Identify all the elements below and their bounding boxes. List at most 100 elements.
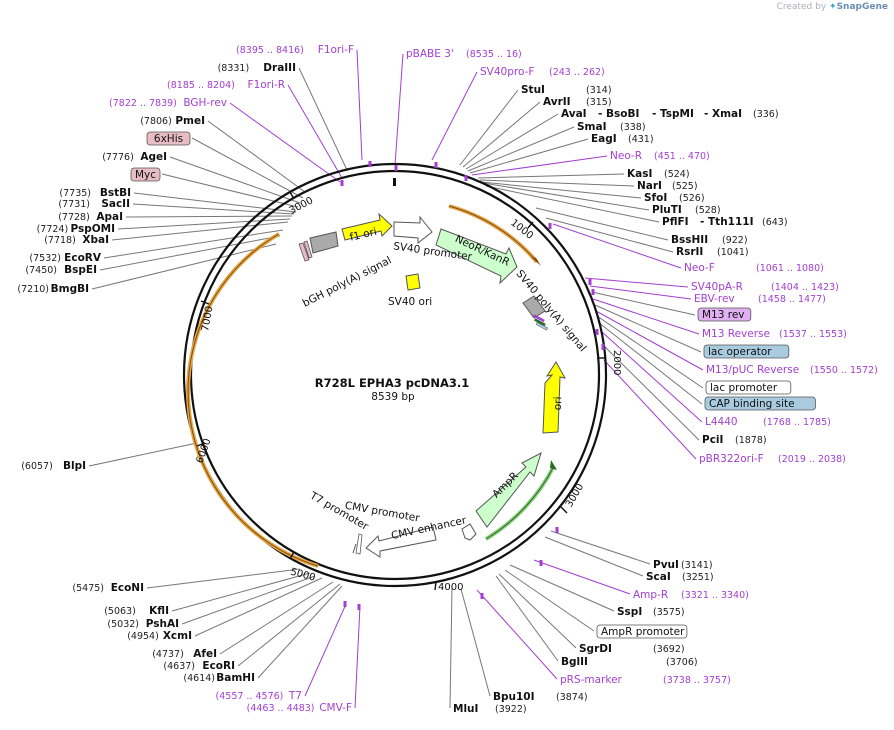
position-label: (7806) (140, 116, 172, 127)
enzyme-label: KasI (627, 168, 652, 180)
primer-marker (480, 593, 484, 599)
leader-line (476, 589, 558, 680)
enzyme-label: EcoNI (111, 582, 144, 594)
leader-line (495, 575, 559, 662)
primer-marker (394, 165, 398, 171)
enzyme-label: AvrII (543, 96, 571, 108)
feature-box-label: M13 rev (702, 309, 745, 321)
position-label: (5063) (104, 606, 136, 617)
ampr-promoter-arrow (461, 523, 477, 541)
tag-box-6xhis (146, 131, 191, 146)
leader-line (479, 179, 635, 187)
primer-marker (601, 344, 605, 350)
enzyme-label: EcoRI (202, 660, 235, 672)
position-label: (4557 .. 4576) (216, 691, 284, 702)
position-label: (8185 .. 8204) (167, 80, 235, 91)
enzyme-label: AgeI (140, 151, 167, 163)
leader-line (194, 577, 323, 637)
feature-box (704, 396, 816, 411)
position-label: (431) (628, 134, 654, 145)
enzyme-label: - XmaI (704, 108, 742, 120)
feature-box-label: CAP binding site (709, 398, 795, 410)
position-label: (1550 .. 1572) (810, 365, 878, 376)
leader-line (480, 181, 642, 199)
feature-box-label: AmpR promoter (601, 626, 685, 638)
position-label: (526) (679, 193, 705, 204)
enzyme-label: DraIII (263, 62, 296, 74)
position-label: (6057) (21, 461, 53, 472)
position-label: (3575) (653, 607, 685, 618)
sv40-ori-block (405, 273, 421, 291)
leader-line (462, 101, 541, 168)
credit-brand: SnapGene (836, 2, 888, 12)
position-label: (524) (664, 169, 690, 180)
leader-line (207, 120, 306, 193)
primer-marker (539, 560, 543, 566)
position-label: (1061 .. 1080) (756, 263, 824, 274)
feature-box-label: lac operator (708, 346, 772, 358)
ori-arrow (542, 361, 566, 434)
primer-marker (343, 601, 347, 607)
enzyme-label: SfoI (644, 192, 667, 204)
primer-label: pRS-marker (560, 674, 623, 686)
cmv-promoter-arrow (355, 533, 363, 555)
plasmid-name: R728L EPHA3 pcDNA3.1 (315, 376, 470, 390)
leader-line (498, 573, 577, 649)
leader-line (191, 137, 304, 199)
primer-marker (555, 527, 559, 533)
bgh-polya-label: bGH poly(A) signal (301, 254, 394, 309)
leader-line (111, 221, 289, 241)
position-label: (314) (586, 85, 612, 96)
leader-line (504, 569, 595, 632)
position-label: (4637) (163, 661, 195, 672)
leader-line (584, 277, 689, 288)
position-label: (1404 .. 1423) (771, 282, 839, 293)
primer-label: L4440 (705, 416, 738, 428)
leader-line (477, 173, 625, 179)
primer-marker (340, 180, 344, 186)
leader-line (237, 583, 341, 667)
enzyme-label: XcmI (163, 630, 192, 642)
primer-marker (595, 329, 599, 335)
enzyme-label: PluTI (652, 204, 682, 216)
position-label: (315) (586, 97, 612, 108)
enzyme-label: PshAI (146, 618, 179, 630)
enzyme-label: PspOMI (70, 223, 115, 235)
leader-line (356, 49, 363, 161)
leader-line (354, 605, 361, 709)
position-label: (7776) (102, 152, 134, 163)
enzyme-label: BglII (561, 656, 588, 668)
leader-line (133, 192, 297, 213)
orange-arc-top-head (531, 257, 541, 266)
leader-line (229, 102, 341, 183)
position-label: (3141) (681, 560, 713, 571)
origin-marker (393, 178, 396, 186)
primer-label: Neo-R (610, 150, 642, 162)
snapgene-logo-icon: ✦ (829, 2, 837, 12)
leader-line (298, 67, 348, 171)
leader-line (171, 572, 311, 612)
leader-line (594, 304, 702, 353)
leader-line (125, 215, 293, 218)
leader-line (169, 156, 301, 204)
leader-line (552, 223, 682, 269)
position-label: (8331) (218, 63, 250, 74)
enzyme-label: SacII (101, 198, 130, 210)
enzyme-label: StuI (521, 84, 545, 96)
enzyme-label: AfeI (193, 648, 217, 660)
position-label: (4463 .. 4483) (247, 703, 315, 714)
orange-arc-top-core (448, 205, 538, 263)
position-label: (525) (672, 181, 698, 192)
position-label: (451 .. 470) (654, 151, 710, 162)
leader-line (431, 71, 478, 161)
tick-2000: 2000 (611, 350, 622, 375)
position-label: (643) (762, 217, 788, 228)
enzyme-label: PvuI (653, 559, 679, 571)
primer-label: F1ori-F (318, 44, 354, 56)
tick-4000: 4000 (438, 582, 463, 593)
position-label: (8395 .. 8416) (236, 45, 304, 56)
sv40-polya-label: SV40 poly(A) signal (513, 268, 588, 354)
position-label: (1537 .. 1553) (779, 329, 847, 340)
primer-label: Amp-R (633, 589, 668, 601)
